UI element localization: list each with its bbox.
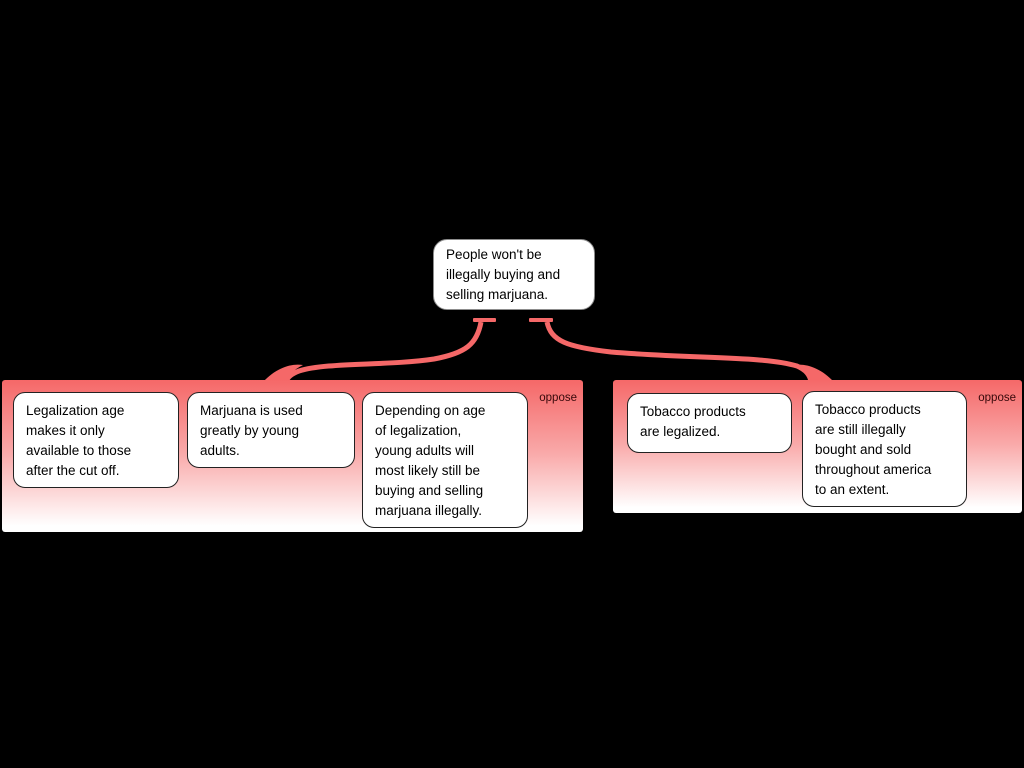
- oppose-link-left[interactable]: [263, 318, 496, 383]
- oppose-group-right[interactable]: oppose Tobacco products are legalized. T…: [613, 380, 1022, 513]
- argument-card-tobacco-illegal-trade[interactable]: Tobacco products are still illegally bou…: [802, 391, 967, 507]
- argument-card-tobacco-legalized[interactable]: Tobacco products are legalized.: [627, 393, 792, 453]
- argument-card-legalization-age[interactable]: Legalization age makes it only available…: [13, 392, 179, 488]
- oppose-label: oppose: [978, 392, 1016, 404]
- argument-card-depending-on-age[interactable]: Depending on age of legalization, young …: [362, 392, 528, 528]
- argument-card-marjuana-young-adults[interactable]: Marjuana is used greatly by young adults…: [187, 392, 355, 468]
- oppose-link-right[interactable]: [529, 318, 834, 383]
- oppose-group-left[interactable]: oppose Legalization age makes it only av…: [2, 380, 583, 532]
- oppose-curve-left: [283, 321, 484, 383]
- oppose-label: oppose: [539, 392, 577, 404]
- oppose-crossbar-right-icon: [529, 318, 553, 322]
- oppose-curve-right-foot: [794, 364, 834, 382]
- oppose-curve-left-foot: [263, 364, 303, 382]
- claim-node[interactable]: People won't be illegally buying and sel…: [433, 239, 595, 310]
- oppose-curve-right: [544, 321, 814, 383]
- oppose-crossbar-left-icon: [473, 318, 496, 322]
